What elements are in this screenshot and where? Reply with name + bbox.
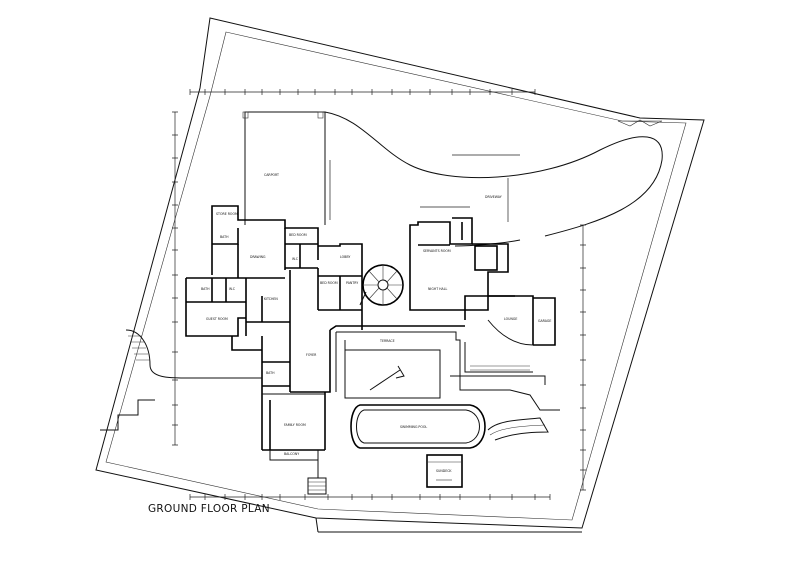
east-wing-walls xyxy=(409,217,556,346)
room-label-bath-3: BATH xyxy=(266,371,275,375)
room-label-balcony: BALCONY xyxy=(284,452,299,456)
drawing-title: GROUND FLOOR PLAN xyxy=(148,503,270,515)
spiral-staircase xyxy=(359,264,404,306)
dimension-ticks-left xyxy=(172,111,178,446)
room-label-carport: CARPORT xyxy=(264,173,279,177)
room-label-sundeck: SUNDECK xyxy=(436,469,452,473)
swimming-pool xyxy=(350,404,549,449)
room-label-servants-room: SERVANTS ROOM xyxy=(423,249,451,253)
room-label-store-room: STORE ROOM xyxy=(216,212,238,216)
entry-steps xyxy=(307,460,327,495)
room-label-swimming-pool: SWIMMING POOL xyxy=(400,425,427,429)
dimension-ticks-right xyxy=(580,224,586,491)
room-label-kitchen: KITCHEN xyxy=(264,297,278,301)
room-label-terrace: TERRACE xyxy=(379,339,395,343)
terrace xyxy=(329,325,560,411)
dimension-ticks-bottom xyxy=(189,494,551,500)
room-label-night-hall: NIGHT HALL xyxy=(428,287,448,291)
driveway-path xyxy=(324,111,663,247)
room-label-bedroom-1: BED ROOM xyxy=(289,233,307,237)
room-label-bath-1: BATH xyxy=(220,235,229,239)
room-label-lounge: LOUNGE xyxy=(504,317,517,321)
room-label-driveway: DRIVEWAY xyxy=(485,195,502,199)
dimension-ticks-top xyxy=(189,89,536,95)
room-labels: CARPORT DRIVEWAY STORE ROOM BATH DRAWING… xyxy=(201,173,551,473)
room-label-guest-room: GUEST ROOM xyxy=(206,317,228,321)
room-label-pantry: PANTRY xyxy=(346,281,358,285)
room-label-wc-2: W.C xyxy=(229,287,236,291)
room-label-wc: W.C xyxy=(292,257,299,261)
site-boundary xyxy=(95,17,705,533)
room-label-bath-2: BATH xyxy=(201,287,210,291)
dimension-lines xyxy=(172,89,586,500)
room-label-foyer: FOYER xyxy=(306,353,317,357)
room-label-drawing: DRAWING xyxy=(250,255,266,259)
room-label-lobby: LOBBY xyxy=(340,255,350,259)
room-label-garage: GARAGE xyxy=(538,319,551,323)
west-ramp xyxy=(100,329,262,431)
room-label-bedroom-2: BED ROOM xyxy=(320,281,338,285)
room-label-family-room: FAMILY ROOM xyxy=(284,423,306,427)
carport xyxy=(242,111,326,225)
sundeck xyxy=(426,454,463,488)
house-walls xyxy=(185,205,363,461)
